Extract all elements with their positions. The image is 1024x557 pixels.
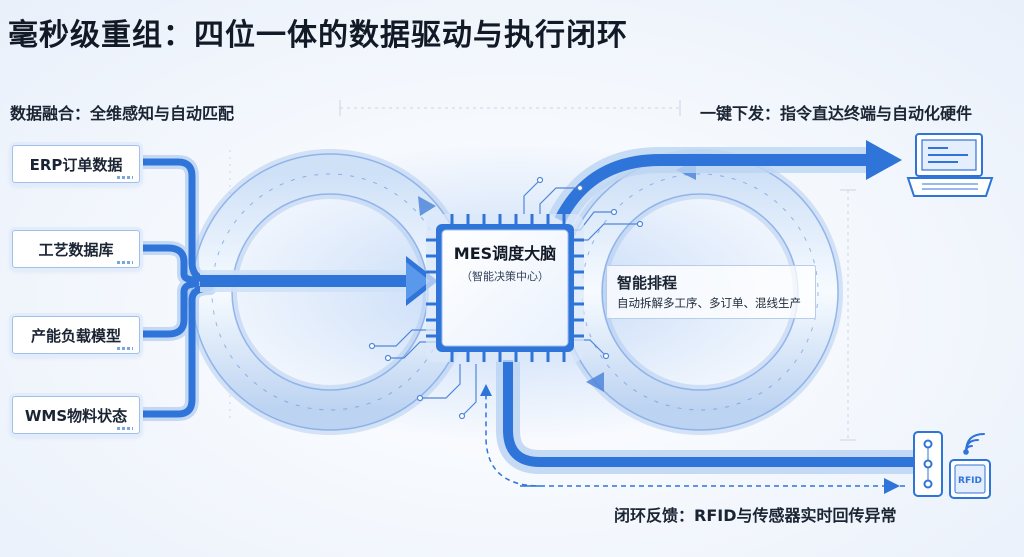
hub-subtitle: （智能决策中心）	[461, 270, 549, 283]
rfid-tag-icon	[949, 459, 991, 499]
section-feedback-label: 闭环反馈：RFID与传感器实时回传异常	[614, 506, 897, 525]
source-box-label: 工艺数据库	[38, 240, 114, 259]
source-box-label: 产能负载模型	[30, 326, 121, 345]
source-box-process-db: 工艺数据库	[12, 230, 140, 268]
scheduling-box: 智能排程 自动拆解多工序、多订单、混线生产	[606, 265, 816, 319]
rfid-reader-icon	[913, 431, 943, 497]
rfid-tag-label: RFID	[958, 476, 982, 486]
circuit-nodes	[368, 176, 644, 420]
source-box-capacity-model: 产能负载模型	[12, 316, 140, 354]
source-box-label: WMS物料状态	[24, 406, 128, 425]
source-box-label: ERP订单数据	[29, 155, 123, 174]
chip-pins	[426, 214, 584, 362]
hub-label: MES调度大脑 （智能决策中心）	[448, 240, 562, 284]
section-dispatch-label: 一键下发：指令直达终端与自动化硬件	[700, 104, 973, 123]
wifi-signal-icon	[963, 433, 985, 455]
scheduling-subtitle: 自动拆解多工序、多订单、混线生产	[617, 296, 801, 310]
dispatch-arrow	[548, 140, 902, 227]
scheduling-title: 智能排程	[617, 274, 678, 292]
input-arrow	[200, 256, 438, 306]
source-box-wms: WMS物料状态	[12, 396, 140, 434]
feedback-pipe	[480, 360, 915, 494]
source-box-erp: ERP订单数据	[12, 145, 140, 183]
hub-title: MES调度大脑	[453, 244, 557, 263]
page-title: 毫秒级重组：四位一体的数据驱动与执行闭环	[8, 18, 628, 53]
laptop-icon	[906, 133, 994, 197]
section-fusion-label: 数据融合：全维感知与自动匹配	[10, 104, 235, 123]
mes-chip	[426, 214, 584, 362]
